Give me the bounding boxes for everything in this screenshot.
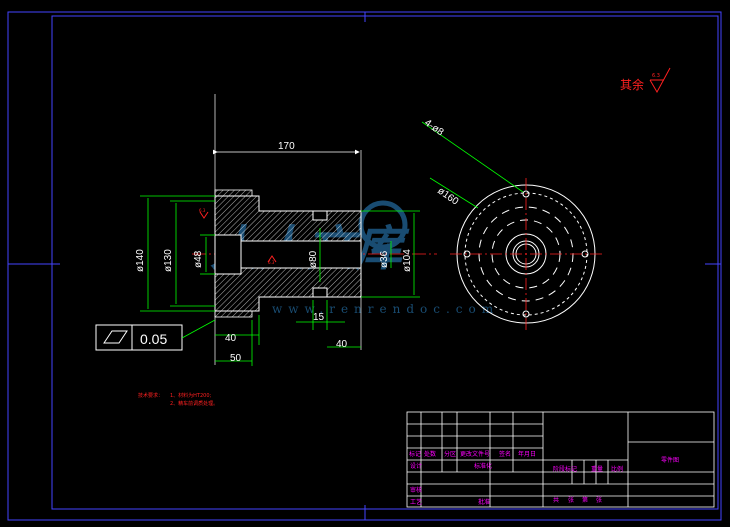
- svg-text:共: 共: [553, 496, 559, 504]
- svg-text:年月日: 年月日: [518, 450, 536, 458]
- title-block-text: 标记 处数 分区 更改文件号 签名 年月日 设计 标准化 阶段标记 重量 比例 …: [409, 450, 679, 506]
- tolerance-value: 0.05: [140, 331, 167, 347]
- diameter-dims-left: [140, 195, 420, 312]
- tech-req-line2: 2、精车前调质处理。: [170, 400, 218, 407]
- svg-text:标准化: 标准化: [474, 462, 492, 470]
- svg-text:批准: 批准: [478, 498, 490, 506]
- svg-text:处数: 处数: [424, 450, 436, 458]
- dim-text-170: 170: [278, 141, 295, 152]
- dim-text-dia36: ø36: [379, 250, 390, 268]
- svg-text:第: 第: [582, 496, 588, 504]
- svg-text:6.3: 6.3: [199, 208, 206, 213]
- tech-req-line1: 1、材料为HT200;: [170, 392, 212, 399]
- title-block: [406, 411, 715, 508]
- svg-text:分区: 分区: [444, 450, 456, 458]
- svg-text:标记: 标记: [409, 450, 421, 458]
- roughness-note-label: 其余: [620, 77, 644, 92]
- svg-text:签名: 签名: [499, 450, 511, 458]
- dim-text-len50: 50: [230, 353, 242, 364]
- dim-text-len15: 15: [313, 312, 325, 323]
- dim-text-dia104: ø104: [402, 249, 413, 272]
- svg-text:更改文件号: 更改文件号: [460, 450, 490, 458]
- dim-text-dia130: ø130: [163, 249, 174, 272]
- length-dims-bottom: [215, 300, 361, 366]
- bolt-hole-bottom: [522, 310, 530, 318]
- svg-text:工艺: 工艺: [410, 498, 422, 506]
- dim-text-dia48: ø48: [193, 250, 204, 268]
- roughness-note-value: 6.3: [652, 73, 660, 79]
- leader-holes: [421, 121, 524, 193]
- dim-text-dia80: ø80: [308, 250, 319, 268]
- inner-border: [51, 15, 719, 510]
- svg-text:阶段标记: 阶段标记: [553, 465, 577, 473]
- part-name: 零件图: [661, 456, 679, 464]
- flatness-tolerance-frame: 0.05: [95, 319, 216, 351]
- svg-text:审核: 审核: [410, 486, 422, 494]
- tech-req-heading: 技术要求：: [138, 392, 163, 399]
- dim-text-len40-right: 40: [336, 339, 348, 350]
- roughness-note: 其余 6.3: [620, 67, 671, 94]
- roughness-symbol-icon: [649, 67, 671, 94]
- dim-text-dia140: ø140: [135, 249, 146, 272]
- flatness-symbol-icon: [103, 330, 128, 344]
- svg-text:设计: 设计: [410, 462, 422, 470]
- leader-dia160: [429, 177, 479, 209]
- svg-text:6.3: 6.3: [268, 260, 275, 265]
- bolt-hole-top: [522, 190, 530, 198]
- dim-text-holes: 4-ø8: [422, 117, 446, 138]
- watermark-url: www.renrendoc.com: [272, 302, 499, 316]
- svg-text:比例: 比例: [611, 465, 623, 473]
- svg-text:张: 张: [568, 496, 574, 504]
- svg-text:重量: 重量: [591, 465, 603, 473]
- roughness-mark-left: 6.3: [199, 208, 209, 219]
- dim-text-len40-left: 40: [225, 333, 237, 344]
- dim-text-dia160: ø160: [435, 185, 460, 207]
- svg-text:张: 张: [596, 496, 602, 504]
- shaft-section: [214, 189, 362, 318]
- roughness-mark-bore: 6.3: [267, 255, 277, 265]
